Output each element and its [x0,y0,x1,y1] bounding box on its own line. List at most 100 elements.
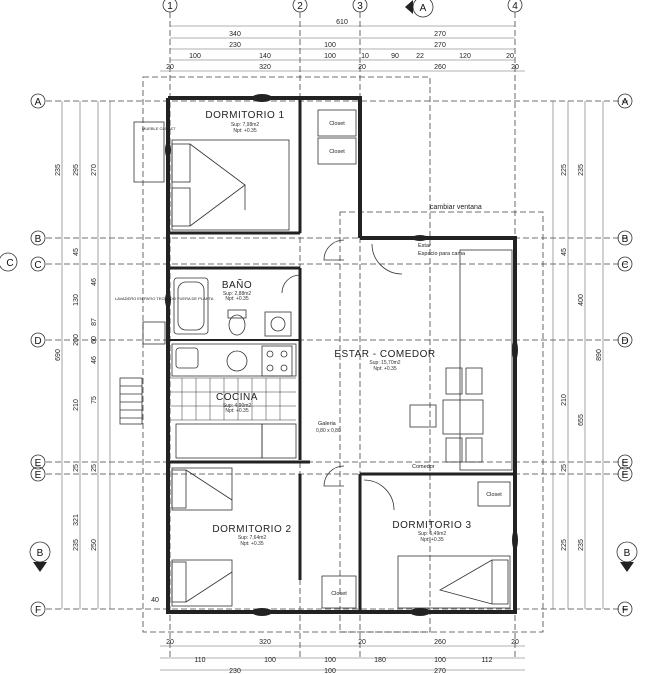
dim-bottom: 100 [324,657,336,664]
room-area: Sup: 7,98m2 [231,122,260,128]
stove-icon [261,345,293,377]
dim-bottom: 100 [324,668,336,674]
appliance-icon [226,350,248,372]
dim-bottom: 230 [229,668,241,674]
dim-right: 655 [578,414,585,426]
dim-right: 235 [578,164,585,176]
kitchen-sink-icon [175,347,199,369]
dim-left: 235 [55,164,62,176]
right-dimensions: 225 235 45 400 890 210 655 25 225 235 [552,101,604,609]
roof-outline [142,76,431,633]
dim-top: 270 [434,42,446,49]
grid-label-e: E [35,458,42,469]
dim-left: 25 [73,464,80,472]
room-name-cocina: COCINA [216,392,258,403]
grid-label-4: 4 [512,1,518,12]
room-npt: Npt: +0.35 [373,366,396,372]
dim-left: 40 [151,597,159,604]
closet-label: Closet [486,492,502,498]
closet-d2 [321,575,357,609]
room-npt: Npt: +0.35 [420,537,443,543]
cambiar-ventana-label: cambiar ventana [430,204,482,211]
section-mark-top: A [420,3,427,14]
room-name-dormitorio-2: DORMITORIO 2 [212,524,291,535]
section-mark-right-b: B [624,548,631,559]
dim-left: 200 [73,334,80,346]
galeria-label: Galeria [318,421,337,427]
door-d1-icon [323,239,345,261]
left-dimensions: 235 295 270 45 46 130 87 200 60 46 210 7… [55,101,159,609]
door-entry-icon [371,243,403,275]
dim-left: 130 [73,294,80,306]
dim-right-total: 890 [596,349,603,361]
dim-bottom: 20 [358,639,366,646]
grid-label-e2-right: E [622,470,629,481]
dim-left: 46 [91,356,98,364]
room-name-bano: BAÑO [222,278,252,291]
dim-top: 20 [511,64,519,71]
dim-total-width: 610 [336,19,348,26]
grid-label-e2: E [35,470,42,481]
bed-d1-icon [171,139,290,231]
dim-top: 20 [506,53,514,60]
grid-label-e-right: E [622,458,629,469]
dim-bottom: 110 [194,657,205,664]
grid-label-3: 3 [357,1,363,12]
lavadero-label: LAVADERO EN PATIO TECHADO FUERA DE PLANT… [115,296,214,301]
dim-left: 46 [91,278,98,286]
wardrobe-outside [133,121,165,183]
dim-left: 235 [73,539,80,551]
dim-left-total: 690 [55,349,62,361]
grid-label-f-right: F [622,605,628,616]
room-area: Sup: 6,49m2 [418,531,447,537]
dim-top: 100 [324,53,336,60]
dim-bottom: 260 [434,639,446,646]
section-arrow-icon [405,0,413,14]
bed-d2-icon [171,467,233,607]
grid-label-a-right: A [622,97,629,108]
room-name-dormitorio-1: DORMITORIO 1 [205,110,284,121]
grid-label-f: F [35,605,41,616]
dim-left: 87 [91,318,98,326]
grid-label-1: 1 [167,1,173,12]
grid-label-d-right: D [621,336,628,347]
room-name-estar-comedor: ESTAR - COMEDOR [334,349,435,360]
grid-label-b-right: B [622,234,629,245]
dim-bottom: 20 [511,639,519,646]
window-markers [165,94,518,616]
dim-top: 22 [416,53,424,60]
room-npt: Npt: +0.35 [233,128,256,134]
kitchen-floor-tiles [170,377,297,459]
walls [166,96,517,614]
dim-right: 400 [578,294,585,306]
dim-top: 90 [391,53,399,60]
dim-left: 60 [91,336,98,344]
room-area: Sup: 7,64m2 [238,535,267,541]
bottom-dimensions: 20 320 20 260 20 110 100 100 180 100 112… [160,639,525,674]
grid-axes-left: A B C D E E F C B [0,93,630,617]
dim-top: 260 [434,64,446,71]
dim-bottom: 20 [166,639,174,646]
bed-d3-icon [397,555,511,609]
grid-label-c: C [34,260,41,271]
section-mark-left-b: B [37,548,44,559]
closet-label: Closet [329,149,345,155]
espacio-cama-area [459,249,513,471]
exterior-stairs [119,377,143,425]
comedor-label: Comedor [412,464,435,470]
dim-bottom: 100 [264,657,276,664]
dim-left: 210 [73,399,80,411]
dim-bottom: 180 [374,657,386,664]
dim-top: 10 [361,53,369,60]
room-area: Sup: 2,88m2 [223,291,252,297]
closet-label: Closet [331,591,347,597]
laundry-sink [142,321,166,345]
door-d2-icon [323,465,345,487]
section-mark-left: C [6,258,13,269]
grid-axes-right: A B C D E E F B [616,93,638,617]
grid-label-2: 2 [297,1,303,12]
grid-label-d: D [34,336,41,347]
estar-label: Estar [418,243,431,249]
dim-left: 250 [91,539,98,551]
